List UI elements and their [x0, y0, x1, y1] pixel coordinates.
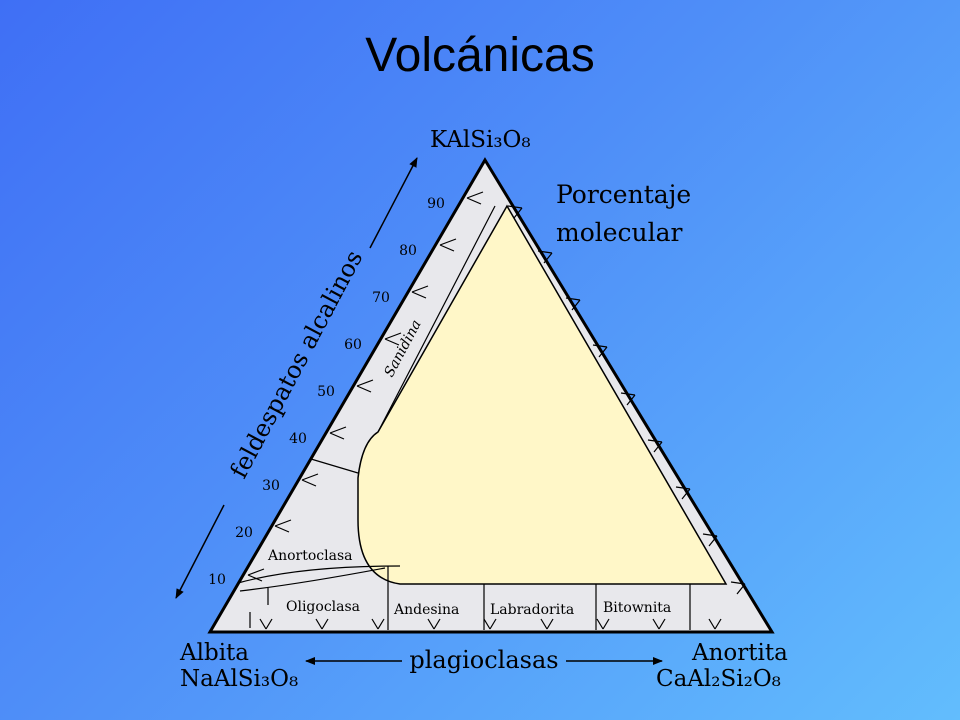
note-porcentaje: Porcentaje — [556, 180, 691, 209]
scale-tick-40: 40 — [289, 431, 307, 447]
note-molecular: molecular — [556, 218, 683, 247]
vertex-formula-anortita: CaAl₂Si₂O₈ — [656, 666, 781, 692]
field-label-bitownita: Bitownita — [603, 600, 671, 616]
scale-tick-30: 30 — [262, 478, 280, 494]
slide-title: Volcánicas — [365, 29, 595, 82]
right-edge-ticks — [507, 205, 746, 595]
field-boundaries — [237, 205, 691, 630]
left-edge-ticks — [247, 191, 484, 582]
vertex-name-anortita: Anortita — [691, 640, 788, 666]
scale-tick-60: 60 — [344, 337, 362, 353]
field-label-labradorita: Labradorita — [490, 602, 574, 618]
scale-tick-90: 90 — [427, 196, 445, 212]
scale-tick-20: 20 — [235, 525, 253, 541]
apex-formula-kalsi3o8: KAlSi₃O₈ — [430, 127, 531, 153]
vertex-formula-albita: NaAlSi₃O₈ — [180, 666, 298, 692]
field-label-oligoclasa: Oligoclasa — [286, 599, 360, 615]
left-axis-arrow-up — [369, 157, 418, 249]
left-axis-arrow-down — [175, 504, 225, 599]
scale-tick-80: 80 — [399, 243, 417, 259]
field-label-anortoclasa: Anortoclasa — [267, 548, 353, 564]
scale-tick-70: 70 — [372, 290, 390, 306]
scale-tick-10: 10 — [208, 572, 226, 588]
scale-tick-50: 50 — [317, 384, 335, 400]
miscibility-gap-field — [357, 204, 728, 585]
vertex-name-albita: Albita — [179, 640, 249, 666]
bottom-axis-label: plagioclasas — [409, 646, 558, 674]
bottom-edge-ticks — [259, 618, 722, 630]
field-label-andesina: Andesina — [393, 602, 459, 618]
